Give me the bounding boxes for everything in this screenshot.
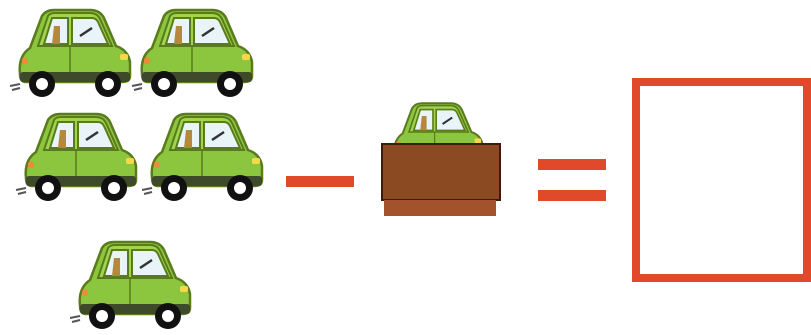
car-icon	[68, 238, 193, 333]
answer-box[interactable]	[632, 78, 811, 282]
equals-bottom-bar	[538, 190, 606, 201]
car-icon	[14, 110, 139, 205]
equals-top-bar	[538, 159, 606, 170]
minus-icon	[286, 176, 354, 187]
car-icon	[140, 110, 265, 205]
car-icon	[8, 6, 133, 101]
car-icon	[130, 6, 255, 101]
crate-icon	[380, 142, 502, 218]
